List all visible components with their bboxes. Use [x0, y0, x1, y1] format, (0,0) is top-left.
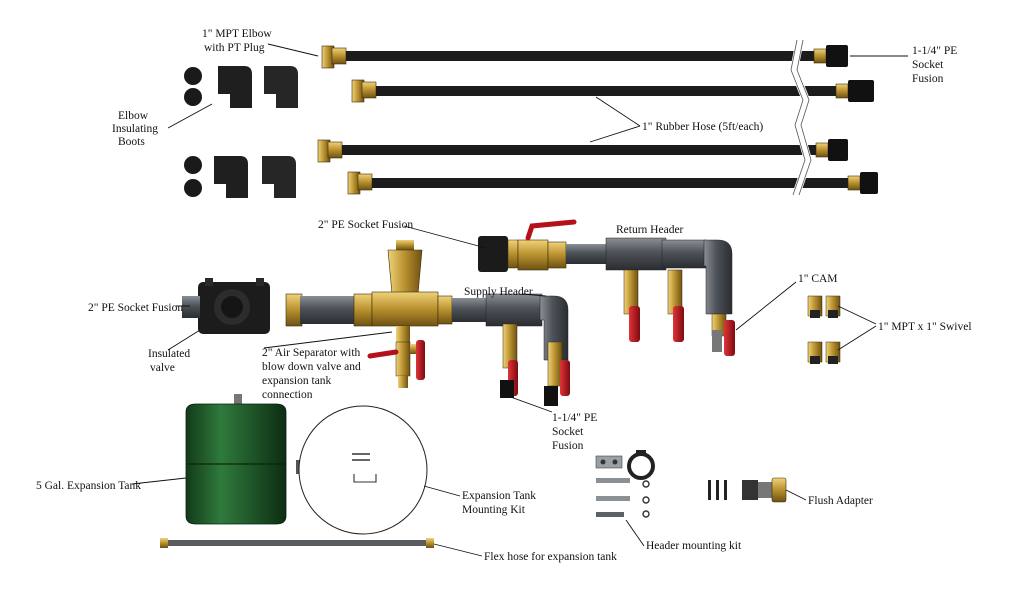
label-insulated-valve-line1: Insulated [148, 348, 190, 360]
swivel-fittings [807, 295, 841, 364]
expansion-tank-mounting-kit [298, 405, 428, 535]
rubber-hose-assemblies [317, 39, 878, 197]
label-pe-socket-2in-left: 2" PE Socket Fusion [88, 302, 183, 314]
label-expansion-tank: 5 Gal. Expansion Tank [36, 480, 141, 492]
label-cam: 1" CAM [798, 273, 838, 285]
label-mounting-kit-line2: Mounting Kit [462, 504, 526, 516]
hose-assembly-2 [351, 79, 874, 103]
supply-header-assembly [182, 240, 570, 406]
label-rubber-hose: 1" Rubber Hose (5ft/each) [642, 121, 763, 133]
supply-drop-valves [500, 323, 570, 406]
return-drop-valves [623, 269, 735, 356]
label-pe-socket-top-line3: Fusion [912, 73, 944, 85]
flex-hose [160, 538, 434, 548]
expansion-tank [185, 394, 302, 525]
label-flex-hose: Flex hose for expansion tank [484, 551, 617, 563]
label-header-mounting-kit: Header mounting kit [646, 540, 742, 552]
label-pe-socket-bottom-line2: Socket [552, 426, 584, 438]
label-swivel: 1" MPT x 1" Swivel [878, 321, 972, 333]
return-header-assembly [478, 219, 735, 356]
label-return-header: Return Header [616, 224, 684, 236]
label-boots-line1: Elbow [118, 110, 149, 122]
length-break-marks [789, 39, 813, 197]
label-pe-socket-2in-top: 2" PE Socket Fusion [318, 219, 413, 231]
label-pe-socket-top-line1: 1-1/4" PE [912, 45, 957, 57]
flush-adapter [708, 477, 787, 503]
label-air-separator-line3: expansion tank [262, 375, 332, 387]
hose-assembly-3 [317, 139, 848, 163]
label-elbow-pt-line2: with PT Plug [204, 42, 265, 54]
label-air-separator-line1: 2" Air Separator with [262, 347, 361, 359]
label-pe-socket-bottom-line3: Fusion [552, 440, 584, 452]
hose-assembly-1 [321, 45, 848, 69]
callout-labels: 1" MPT Elbow with PT Plug 1-1/4" PE Sock… [36, 28, 972, 563]
label-pe-socket-bottom-line1: 1-1/4" PE [552, 412, 597, 424]
label-boots-line3: Boots [118, 136, 145, 148]
label-flush-adapter: Flush Adapter [808, 495, 873, 507]
label-supply-header: Supply Header [464, 286, 533, 298]
label-pe-socket-top-line2: Socket [912, 59, 944, 71]
label-air-separator-line4: connection [262, 389, 313, 401]
hose-assembly-4 [347, 171, 878, 195]
elbow-insulating-boots [184, 66, 298, 198]
label-air-separator-line2: blow down valve and [262, 361, 361, 373]
header-mounting-kit [595, 450, 655, 518]
label-mounting-kit-line1: Expansion Tank [462, 490, 536, 502]
label-elbow-pt-line1: 1" MPT Elbow [202, 28, 272, 40]
insulated-valve [182, 278, 270, 334]
label-insulated-valve-line2: valve [150, 362, 175, 374]
label-boots-line2: Insulating [112, 123, 158, 135]
leader-lines [131, 43, 908, 557]
air-separator [367, 240, 439, 388]
